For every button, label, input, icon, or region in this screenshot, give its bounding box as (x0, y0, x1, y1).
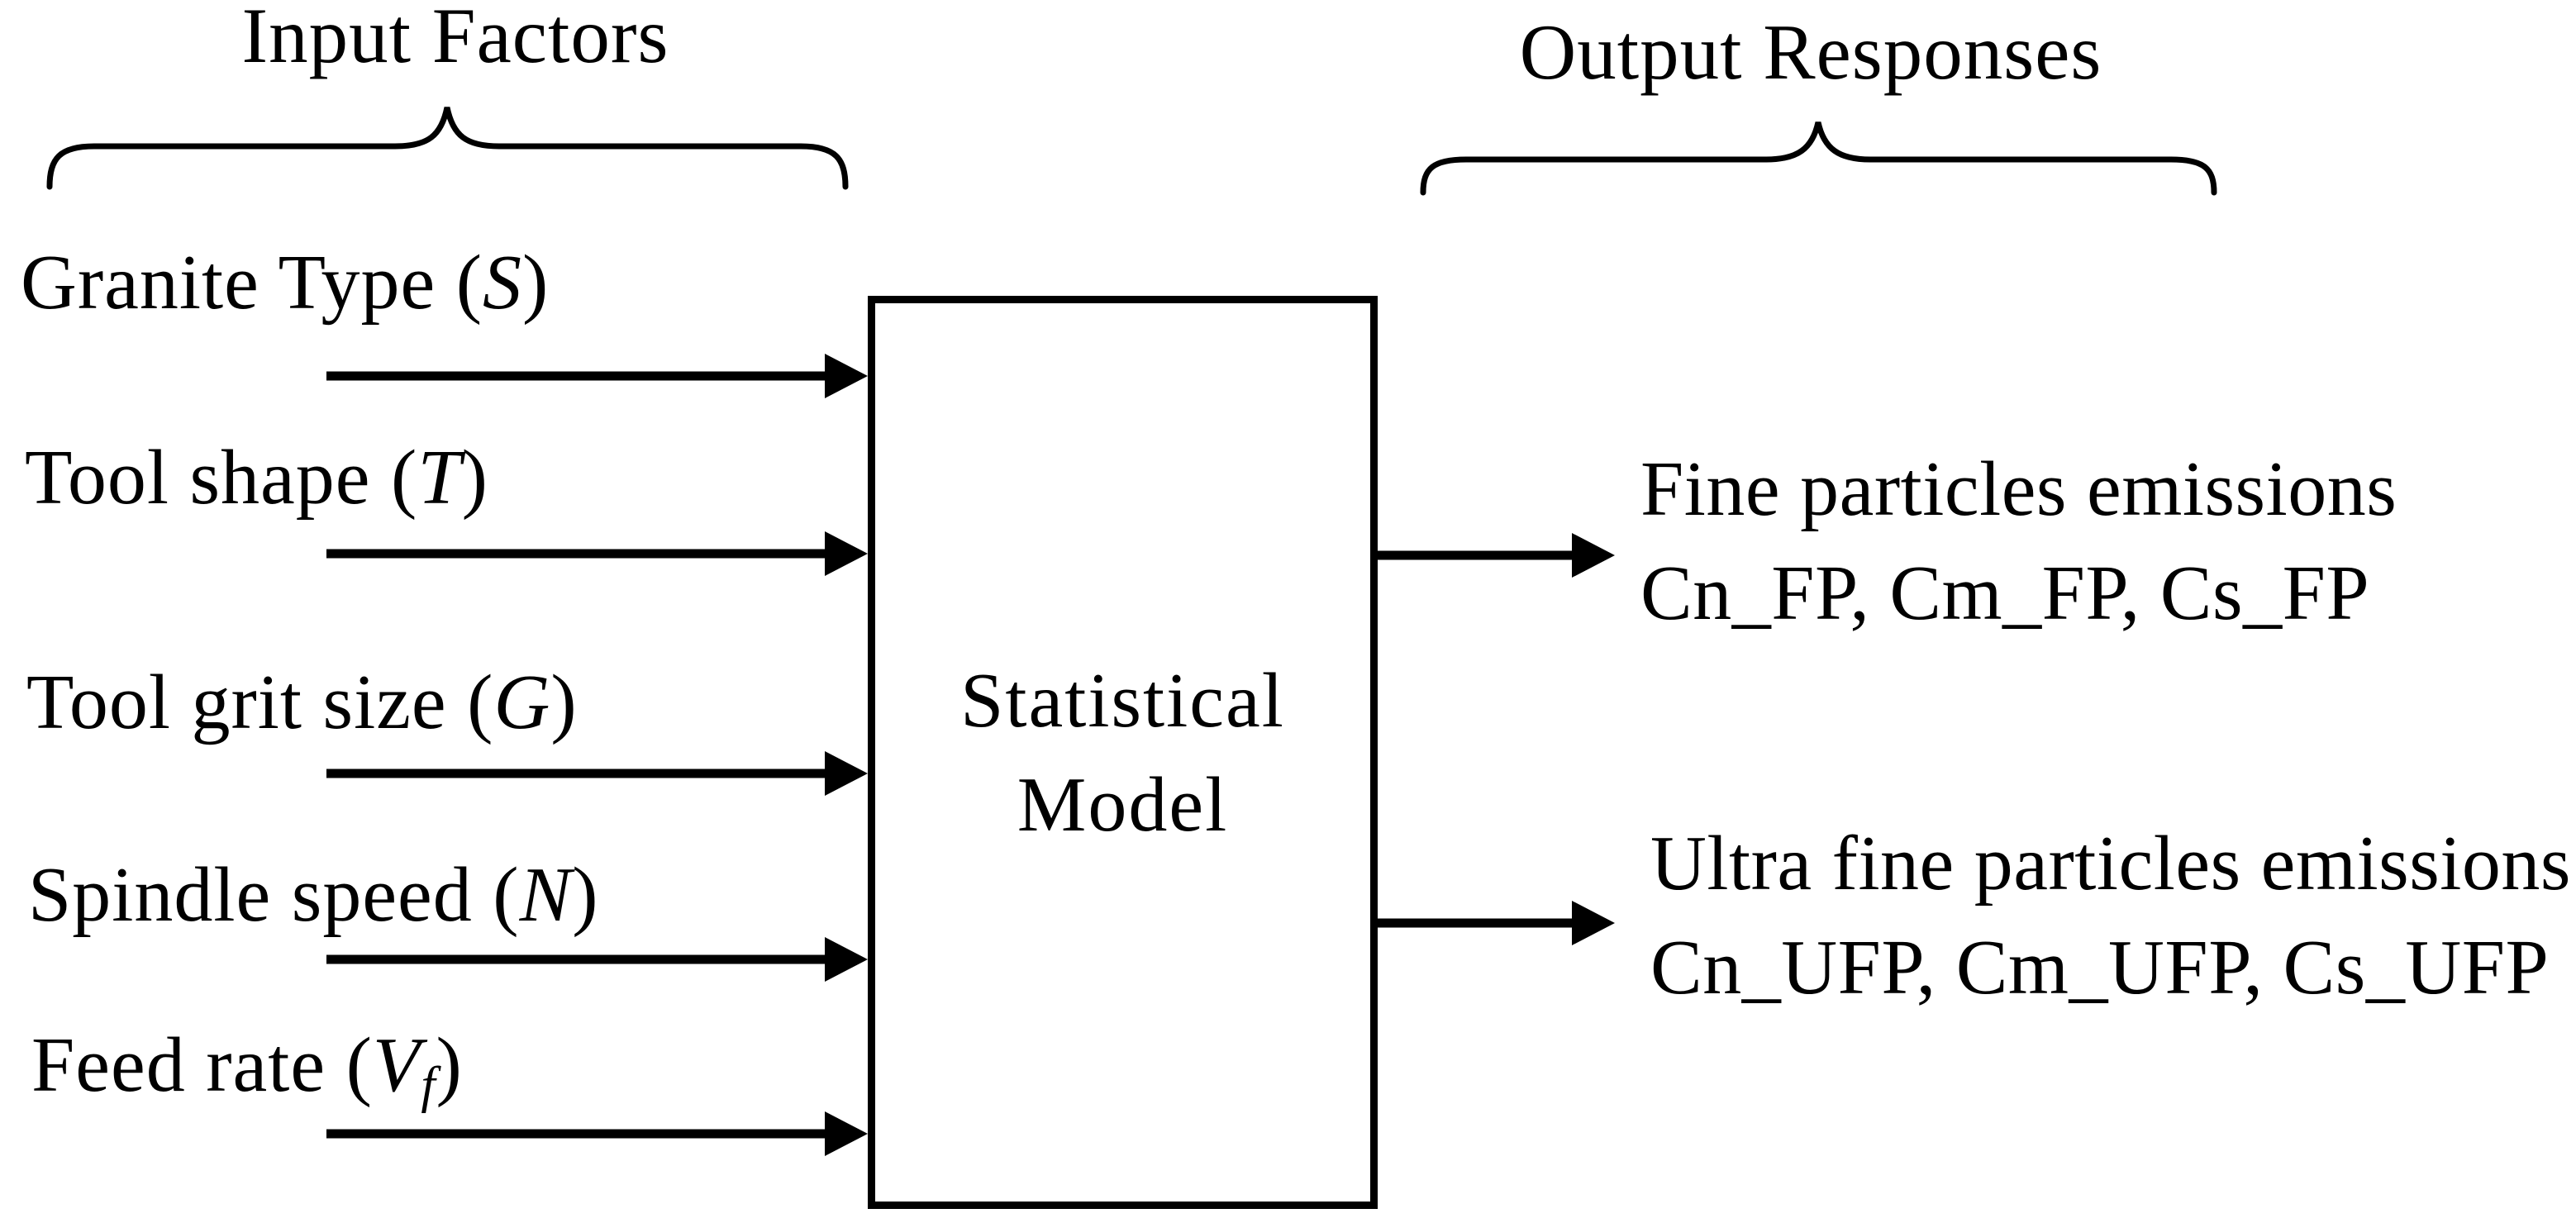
input-symbol: T (417, 435, 462, 521)
input-symbol: G (493, 659, 551, 745)
input-symbol: N (519, 852, 573, 938)
output-arrow-fine-particles (1378, 533, 1615, 578)
input-arrow-tool-shape (326, 531, 868, 576)
input-arrow-feed-rate (326, 1111, 868, 1156)
input-label-spindle-speed: Spindle speed (N) (28, 856, 599, 941)
input-factors-title: Input Factors (241, 0, 669, 79)
input-label-text: Tool shape ( (25, 435, 418, 521)
input-arrow-tool-grit-size (326, 751, 868, 796)
input-symbol: V (372, 1022, 421, 1108)
output-block-fine-particles: Fine particles emissions Cn_FP, Cm_FP, C… (1640, 437, 2397, 645)
model-box-line1: Statistical (960, 657, 1285, 744)
input-label-tool-shape: Tool shape (T) (25, 439, 488, 524)
input-label-text: ) (436, 1022, 463, 1108)
output-arrow-ultra-fine-particles (1378, 901, 1615, 945)
input-label-text: Spindle speed ( (28, 852, 520, 938)
input-label-text: ) (550, 659, 578, 745)
input-label-text: ) (572, 852, 599, 938)
model-box-line2: Model (1017, 761, 1229, 848)
input-label-granite-type: Granite Type (S) (21, 244, 549, 329)
output-ultra-fine-particles-title: Ultra fine particles emissions (1650, 821, 2571, 907)
input-label-text: Feed rate ( (31, 1022, 373, 1108)
input-label-text: Tool grit size ( (26, 659, 494, 745)
output-fine-particles-title: Fine particles emissions (1640, 446, 2397, 532)
input-label-text: Granite Type ( (21, 240, 483, 326)
input-arrow-spindle-speed (326, 937, 868, 982)
input-arrow-granite-type (326, 354, 868, 398)
output-block-ultra-fine-particles: Ultra fine particles emissions Cn_UFP, C… (1650, 811, 2571, 1020)
input-label-feed-rate: Feed rate (Vf) (31, 1026, 463, 1111)
input-symbol-subscript: f (421, 1057, 436, 1114)
input-label-text: ) (461, 435, 488, 521)
input-factors-brace-icon (46, 107, 849, 190)
output-fine-particles-variables: Cn_FP, Cm_FP, Cs_FP (1640, 550, 2370, 636)
statistical-model-box: Statistical Model (868, 296, 1378, 1209)
input-label-tool-grit-size: Tool grit size (G) (26, 664, 578, 749)
output-responses-title: Output Responses (1519, 8, 2102, 96)
input-symbol: S (483, 240, 523, 326)
output-ultra-fine-particles-variables: Cn_UFP, Cm_UFP, Cs_UFP (1650, 925, 2550, 1011)
output-responses-brace-icon (1420, 121, 2217, 196)
input-label-text: ) (522, 240, 550, 326)
